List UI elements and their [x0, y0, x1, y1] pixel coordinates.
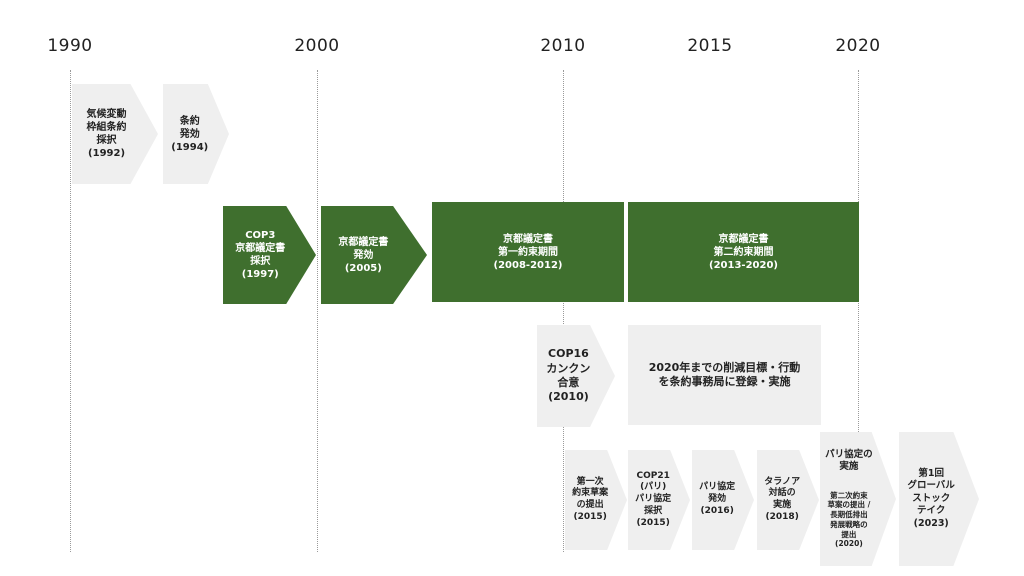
event-2018-talanoa: タラノア 対話の 実施 (2018) [757, 450, 819, 550]
event-1997-text: COP3 京都議定書 採択 (1997) [235, 230, 286, 280]
gridline-1990 [70, 70, 71, 552]
target2020-text: 2020年までの削減目標・行動 を条約事務局に登録・実施 [648, 360, 801, 388]
gridline-2010 [563, 70, 564, 552]
year-label-1990: 1990 [47, 36, 93, 56]
kyoto-first-commitment-period: 京都議定書 第一約束期間 (2008-2012) [432, 202, 624, 302]
event-2015-first-ndc: 第一次 約束草案 の提出 (2015) [565, 450, 627, 550]
event-2016-paris-effect: パリ協定 発効 (2016) [692, 450, 754, 550]
kyoto-second-commitment-period: 京都議定書 第二約束期間 (2013-2020) [628, 202, 859, 302]
kp2-text: 京都議定書 第二約束期間 (2013-2020) [709, 233, 778, 271]
year-label-2010: 2010 [540, 36, 586, 56]
gst2023-text: 第1回 グローバル ストック テイク (2023) [907, 468, 955, 529]
event-2023-global-stocktake: 第1回 グローバル ストック テイク (2023) [899, 432, 979, 566]
gridline-2000 [317, 70, 318, 552]
paris-impl-title: パリ協定の 実施 [825, 448, 873, 473]
year-label-2015: 2015 [687, 36, 733, 56]
event-1994-convention-effect: 条約 発効 (1994) [163, 84, 229, 184]
cop21-text: COP21 (パリ) パリ協定 採択 (2015) [635, 470, 672, 528]
gridline-2020 [858, 70, 859, 552]
paris-impl-subtext: 第二次約束 草案の提出 / 長期低排出 発展戦略の 提出 (2020) [827, 490, 871, 549]
paris2016-text: パリ協定 発効 (2016) [699, 482, 736, 516]
event-2020-paris-implementation: パリ協定の 実施 第二次約束 草案の提出 / 長期低排出 発展戦略の 提出 (2… [820, 432, 896, 566]
event-2010-cop16-cancun: COP16 カンクン 合意 (2010) [537, 325, 615, 427]
year-label-2020: 2020 [835, 36, 881, 56]
event-2005-kyoto-effect: 京都議定書 発効 (2005) [321, 206, 427, 304]
cop16-text: COP16 カンクン 合意 (2010) [546, 347, 591, 404]
draft2015-text: 第一次 約束草案 の提出 (2015) [572, 476, 609, 522]
event-1994-text: 条約 発効 (1994) [171, 115, 209, 153]
event-1992-unfccc-adoption: 気候変動 枠組条約 採択 (1992) [72, 84, 158, 184]
event-1992-text: 気候変動 枠組条約 採択 (1992) [86, 109, 127, 159]
talanoa-text: タラノア 対話の 実施 (2018) [764, 476, 801, 522]
paris-impl-block: パリ協定の 実施 第二次約束 草案の提出 / 長期低排出 発展戦略の 提出 (2… [825, 436, 891, 562]
target-2020-registration: 2020年までの削減目標・行動 を条約事務局に登録・実施 [628, 325, 821, 425]
event-2005-text: 京都議定書 発効 (2005) [338, 236, 389, 274]
kp1-text: 京都議定書 第一約束期間 (2008-2012) [493, 233, 563, 271]
year-label-2000: 2000 [294, 36, 340, 56]
event-2015-cop21-paris: COP21 (パリ) パリ協定 採択 (2015) [628, 450, 690, 550]
event-1997-kyoto-adoption: COP3 京都議定書 採択 (1997) [223, 206, 316, 304]
